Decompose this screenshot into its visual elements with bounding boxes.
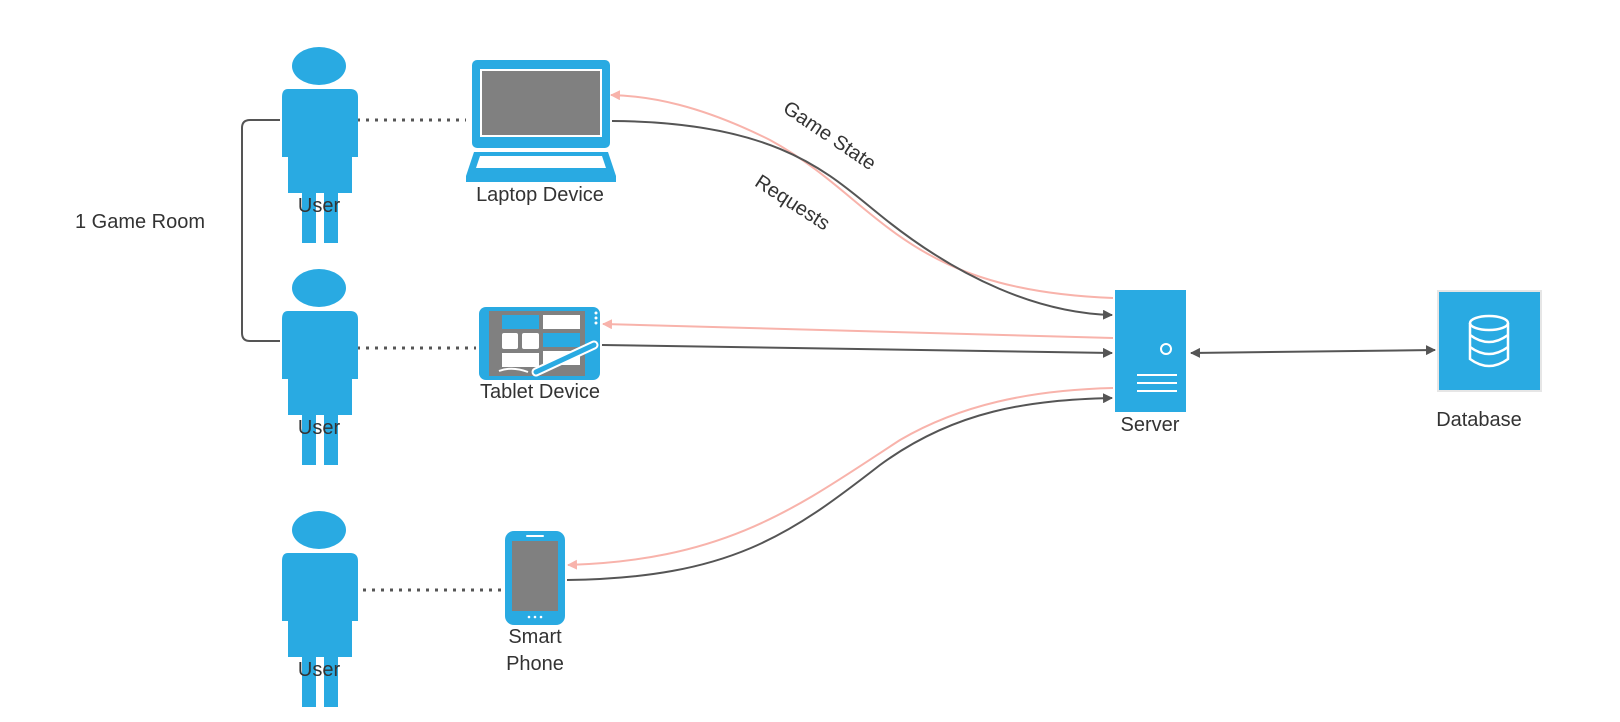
user-label: User: [298, 195, 341, 217]
game-state-label: Game State: [779, 97, 880, 175]
phone-label-line1: Smart: [508, 626, 562, 648]
user-icon: [282, 269, 358, 465]
phone-label-line2: Phone: [506, 653, 564, 675]
game-room-label: 1 Game Room: [75, 211, 205, 233]
request-connector-laptop: [611, 120, 1113, 320]
game-room-bracket: [241, 119, 280, 342]
database-label: Database: [1436, 409, 1522, 431]
user-label: User: [298, 417, 341, 439]
game-state-connector-phone: [567, 387, 1114, 570]
phone-icon: [505, 531, 565, 625]
game-state-connector-laptop: [610, 90, 1114, 299]
request-connector-phone: [566, 393, 1113, 581]
server-database-connector: [1190, 345, 1436, 358]
request-connector-tablet: [601, 344, 1113, 358]
user-label: User: [298, 659, 341, 681]
tablet-icon: [479, 307, 600, 380]
user-icon: [282, 47, 358, 243]
game-state-connector-tablet: [602, 319, 1114, 339]
requests-label: Requests: [751, 171, 834, 235]
server-icon: [1115, 290, 1186, 412]
laptop-icon: [466, 60, 616, 182]
database-icon: [1437, 290, 1542, 392]
user-icon: [282, 511, 358, 707]
laptop-label: Laptop Device: [476, 184, 604, 206]
tablet-label: Tablet Device: [480, 381, 600, 403]
server-label: Server: [1121, 414, 1180, 436]
